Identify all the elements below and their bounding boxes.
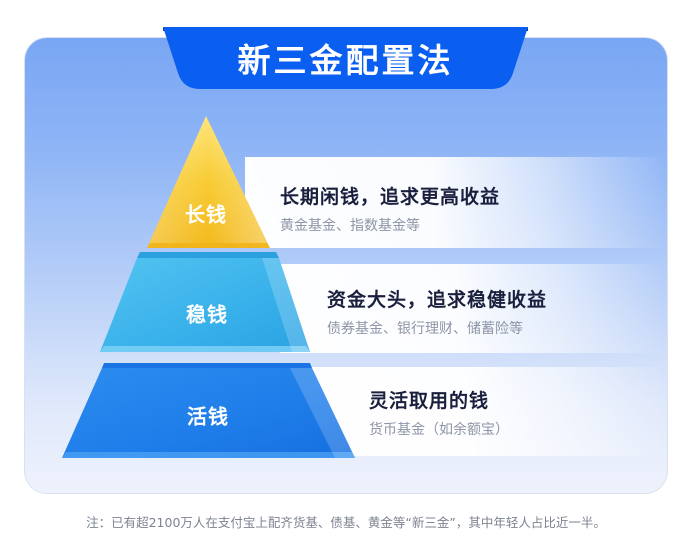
tier-label-long: 长钱 [185, 202, 227, 227]
tier-desc-liquid: 灵活取用的钱 货币基金（如余额宝） [369, 386, 509, 439]
tier-stable-shape [100, 252, 310, 352]
tier-band-liquid [305, 367, 665, 456]
tier-band-stable [280, 264, 665, 353]
tier-heading: 长期闲钱，追求更高收益 [280, 186, 501, 208]
tier-examples: 货币基金（如余额宝） [369, 422, 509, 438]
tier-heading: 灵活取用的钱 [369, 390, 490, 412]
footnote: 注：已有超2100万人在支付宝上配齐货基、债基、黄金等“新三金”，其中年轻人占比… [86, 515, 606, 530]
tier-desc-long: 长期闲钱，追求更高收益 黄金基金、指数基金等 [280, 182, 500, 235]
tier-label-liquid: 活钱 [187, 404, 229, 429]
tier-long-shape [147, 116, 270, 248]
tier-desc-stable: 资金大头，追求稳健收益 债券基金、银行理财、储蓄险等 [327, 285, 547, 338]
tier-heading: 资金大头，追求稳健收益 [327, 289, 548, 311]
title-banner: 新三金配置法 [163, 27, 528, 89]
tier-band-long [245, 157, 665, 248]
page-title: 新三金配置法 [237, 41, 454, 80]
tier-label-stable: 稳钱 [186, 302, 228, 327]
tier-examples: 债券基金、银行理财、储蓄险等 [327, 321, 523, 337]
tier-examples: 黄金基金、指数基金等 [280, 218, 420, 234]
tier-liquid-shape [62, 363, 355, 458]
